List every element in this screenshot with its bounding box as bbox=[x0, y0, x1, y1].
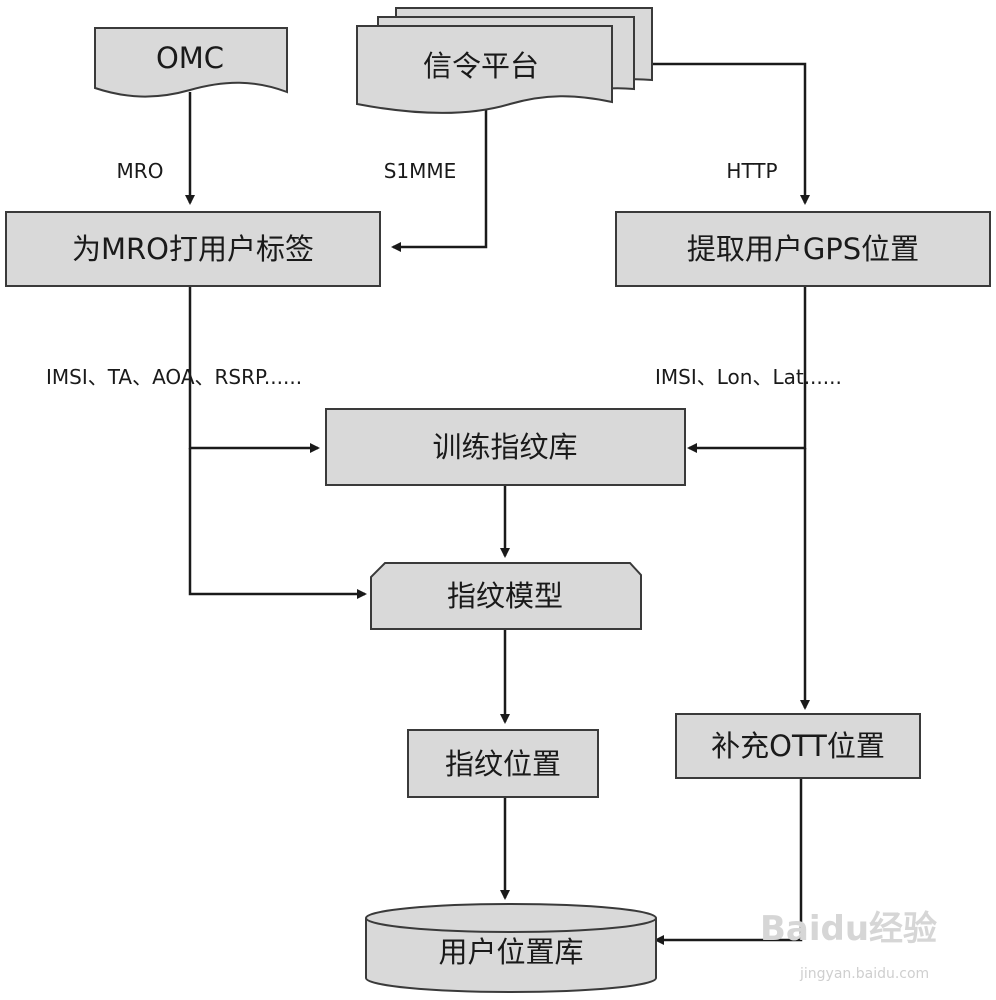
edge-signaling-to-tag bbox=[391, 110, 488, 252]
watermark-brand: Baidu经验 bbox=[760, 909, 937, 949]
edge-label-s1mme: S1MME bbox=[384, 159, 457, 183]
edge-tag-to-model bbox=[188, 448, 367, 599]
edge-signaling-to-gps bbox=[653, 62, 810, 205]
node-location-db: 用户位置库 bbox=[365, 903, 657, 993]
edge-label-right-fields: IMSI、Lon、Lat...... bbox=[655, 365, 842, 389]
watermark: Baidu经验 jingyan.baidu.com bbox=[760, 909, 937, 982]
node-fp-model: 指纹模型 bbox=[370, 562, 642, 630]
node-fp-location-label: 指纹位置 bbox=[445, 747, 561, 781]
node-fp-model-label: 指纹模型 bbox=[447, 579, 563, 613]
node-fp-location: 指纹位置 bbox=[407, 729, 599, 798]
node-signaling: 信令平台 bbox=[356, 7, 653, 114]
node-ott-supplement: 补充OTT位置 bbox=[675, 713, 921, 779]
edge-ott-to-db bbox=[654, 778, 803, 945]
watermark-url: jingyan.baidu.com bbox=[799, 966, 929, 982]
node-omc-label: OMC bbox=[156, 41, 224, 75]
node-train-lib: 训练指纹库 bbox=[325, 408, 686, 486]
edges bbox=[185, 62, 810, 945]
node-tag-mro-label: 为MRO打用户标签 bbox=[72, 232, 314, 266]
edge-label-http: HTTP bbox=[726, 159, 777, 183]
node-extract-gps: 提取用户GPS位置 bbox=[615, 211, 991, 287]
node-train-lib-label: 训练指纹库 bbox=[432, 430, 577, 464]
node-omc: OMC bbox=[94, 27, 288, 98]
edge-label-left-fields: IMSI、TA、AOA、RSRP...... bbox=[46, 365, 302, 389]
node-extract-gps-label: 提取用户GPS位置 bbox=[687, 232, 919, 266]
node-signaling-label: 信令平台 bbox=[423, 49, 539, 83]
node-ott-supplement-label: 补充OTT位置 bbox=[711, 729, 885, 763]
edge-label-mro: MRO bbox=[117, 159, 164, 183]
node-tag-mro: 为MRO打用户标签 bbox=[5, 211, 381, 287]
node-location-db-label: 用户位置库 bbox=[438, 935, 583, 969]
